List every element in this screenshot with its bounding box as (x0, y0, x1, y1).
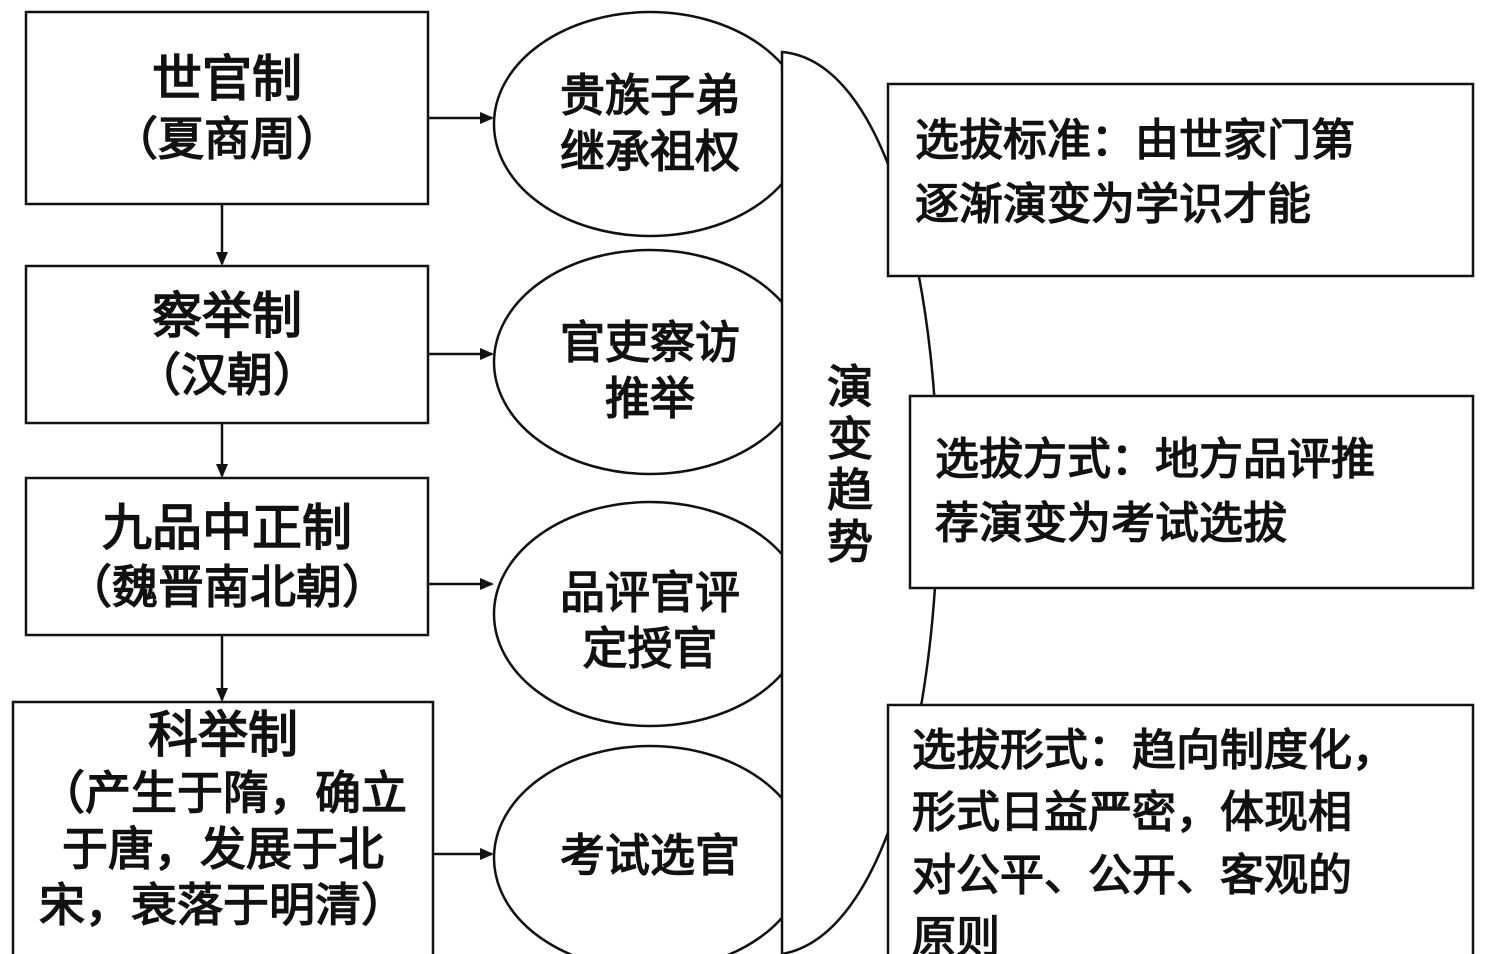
trend-char-2: 变 (827, 411, 873, 466)
method-label-recommendation: 官吏察访 推举 (520, 305, 780, 437)
summary-line-1: 选拔标准：由世家门第 (915, 115, 1355, 166)
system-name: 世官制 (152, 49, 302, 108)
system-label-jiupin: 九品中正制 （魏晋南北朝） (26, 486, 428, 627)
summary-box-method (908, 394, 1475, 590)
system-period-line-2: 于唐，发展于北 (62, 822, 384, 877)
system-box-shiguan (24, 10, 430, 206)
trend-char-3: 趋 (827, 463, 873, 518)
system-period-line-3: 宋，衰落于明清） (39, 878, 407, 933)
system-period: （魏晋南北朝） (66, 560, 388, 614)
system-label-chaju: 察举制 （汉朝） (26, 272, 428, 417)
system-box-keju (11, 700, 435, 954)
trend-char-4: 势 (827, 514, 873, 569)
system-name: 察举制 (152, 285, 302, 345)
summary-text-form: 选拔形式：趋向制度化， 形式日益严密，体现相 对公平、公开、客观的 原则 (912, 720, 1477, 954)
summary-text-method: 选拔方式：地方品评推 荐演变为考试选拔 (935, 428, 1470, 556)
method-line-2: 推举 (604, 372, 695, 425)
system-label-keju: 科举制 （产生于隋，确立 于唐，发展于北 宋，衰落于明清） (13, 704, 433, 954)
system-period: （夏商周） (112, 111, 342, 166)
summary-line-1: 选拔方式：地方品评推 (935, 434, 1375, 485)
method-line-1: 贵族子弟 (559, 68, 740, 122)
system-box-chaju (24, 264, 430, 425)
method-line-2: 定授官 (582, 622, 718, 675)
summary-line-2: 逐渐演变为学识才能 (915, 178, 1311, 230)
summary-box-standard (886, 82, 1475, 278)
method-line-1: 考试选官 (559, 828, 740, 882)
system-label-shiguan: 世官制 （夏商周） (26, 22, 428, 194)
method-line-1: 官吏察访 (559, 315, 740, 369)
method-line-2: 继承祖权 (559, 125, 740, 178)
summary-line-2: 形式日益严密，体现相 (912, 787, 1352, 839)
trend-label: 演 变 趋 势 (816, 360, 884, 569)
summary-line-1: 选拔形式：趋向制度化， (912, 725, 1396, 776)
system-name: 科举制 (148, 705, 298, 764)
method-line-1: 品评官评 (559, 565, 740, 619)
summary-box-form (886, 703, 1475, 954)
system-name: 九品中正制 (102, 497, 352, 557)
summary-line-3: 对公平、公开、客观的 (912, 849, 1352, 901)
summary-text-standard: 选拔标准：由世家门第 逐渐演变为学识才能 (915, 109, 1465, 237)
trend-char-1: 演 (827, 360, 873, 414)
system-period: （汉朝） (135, 348, 319, 402)
system-period-line-1: （产生于隋，确立 (39, 766, 407, 820)
summary-line-4: 原则 (912, 912, 1000, 954)
system-box-jiupin (24, 476, 430, 637)
method-label-evaluation: 品评官评 定授官 (520, 555, 780, 687)
method-label-inheritance: 贵族子弟 继承祖权 (520, 58, 780, 190)
summary-line-2: 荐演变为考试选拔 (935, 497, 1287, 549)
method-label-examination: 考试选官 (520, 820, 780, 892)
